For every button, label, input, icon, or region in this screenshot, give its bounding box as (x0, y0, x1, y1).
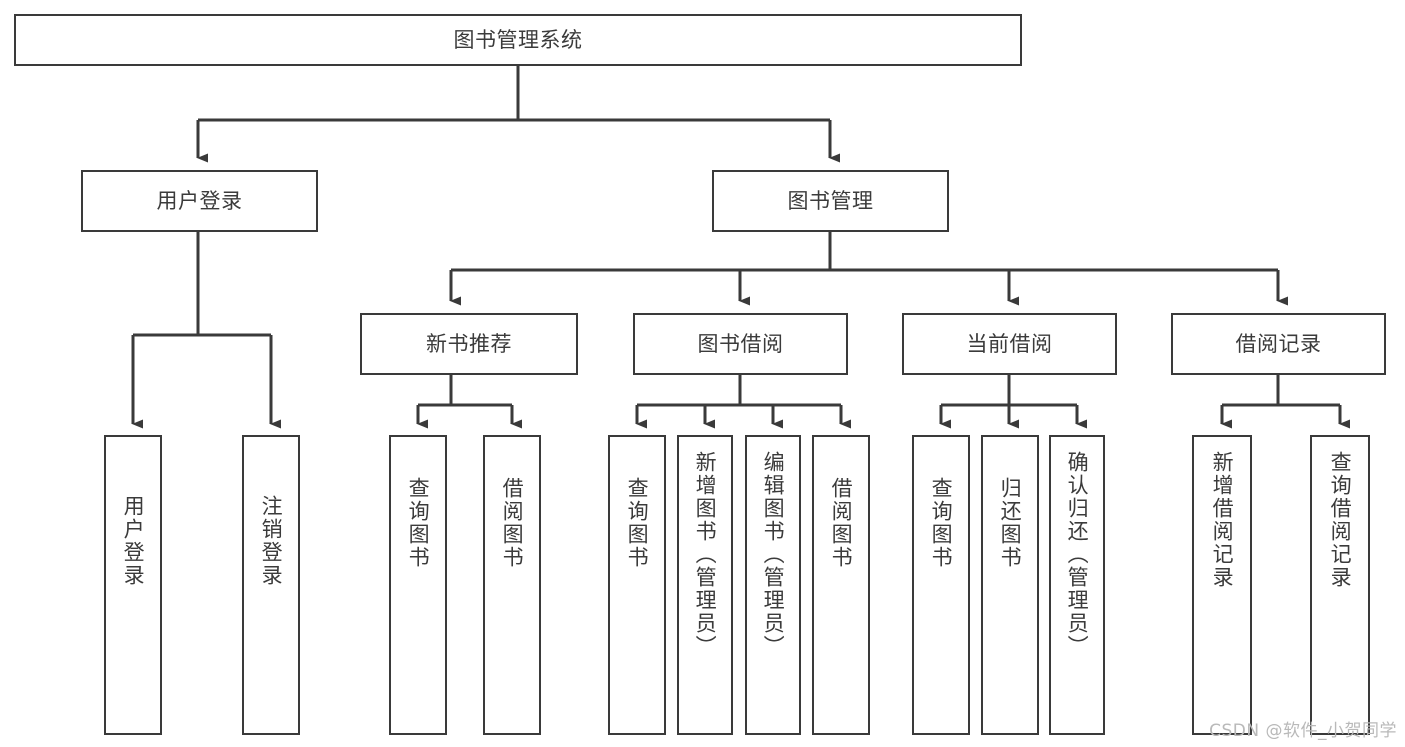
node-leaf-add-record[interactable]: 新增借阅记录 (1192, 435, 1252, 735)
node-leaf-borrow-book-1-label: 借阅图书 (500, 477, 525, 569)
node-leaf-borrow-book-1[interactable]: 借阅图书 (483, 435, 541, 735)
node-new-book-recommend-label: 新书推荐 (426, 331, 512, 356)
node-leaf-add-record-label: 新增借阅记录 (1210, 451, 1235, 589)
node-leaf-query-record[interactable]: 查询借阅记录 (1310, 435, 1370, 735)
node-root-label: 图书管理系统 (453, 27, 583, 52)
node-book-manage[interactable]: 图书管理 (712, 170, 949, 232)
node-book-borrow-label: 图书借阅 (697, 331, 784, 356)
node-leaf-add-book[interactable]: 新增图书（管理员） (677, 435, 733, 735)
node-leaf-return-book[interactable]: 归还图书 (981, 435, 1039, 735)
node-leaf-logout-label: 注销登录 (259, 495, 284, 587)
node-leaf-query-book-2-label: 查询图书 (625, 477, 650, 569)
node-leaf-borrow-book-2-label: 借阅图书 (829, 477, 854, 569)
node-leaf-user-login[interactable]: 用户登录 (104, 435, 162, 735)
node-borrow-record[interactable]: 借阅记录 (1171, 313, 1386, 375)
node-current-borrow-label: 当前借阅 (966, 331, 1053, 356)
node-leaf-edit-book-label: 编辑图书（管理员） (761, 451, 786, 658)
node-leaf-query-book-1-label: 查询图书 (406, 477, 431, 569)
node-new-book-recommend[interactable]: 新书推荐 (360, 313, 578, 375)
node-leaf-query-book-1[interactable]: 查询图书 (389, 435, 447, 735)
node-user-login-label: 用户登录 (156, 188, 243, 213)
node-leaf-logout[interactable]: 注销登录 (242, 435, 300, 735)
node-leaf-return-book-label: 归还图书 (998, 477, 1023, 569)
node-leaf-query-book-3-label: 查询图书 (929, 477, 954, 569)
node-leaf-query-book-3[interactable]: 查询图书 (912, 435, 970, 735)
node-current-borrow[interactable]: 当前借阅 (902, 313, 1117, 375)
node-leaf-borrow-book-2[interactable]: 借阅图书 (812, 435, 870, 735)
node-user-login[interactable]: 用户登录 (81, 170, 318, 232)
watermark-text: CSDN @软件_小贺同学 (1209, 721, 1397, 741)
node-leaf-query-record-label: 查询借阅记录 (1328, 451, 1353, 589)
node-book-borrow[interactable]: 图书借阅 (633, 313, 848, 375)
node-book-manage-label: 图书管理 (787, 188, 874, 213)
node-root[interactable]: 图书管理系统 (14, 14, 1022, 66)
node-leaf-edit-book[interactable]: 编辑图书（管理员） (745, 435, 801, 735)
node-leaf-confirm-return[interactable]: 确认归还（管理员） (1049, 435, 1105, 735)
node-leaf-user-login-label: 用户登录 (121, 495, 146, 587)
node-leaf-add-book-label: 新增图书（管理员） (693, 451, 718, 658)
node-borrow-record-label: 借阅记录 (1235, 331, 1322, 356)
node-leaf-confirm-return-label: 确认归还（管理员） (1065, 451, 1090, 658)
node-leaf-query-book-2[interactable]: 查询图书 (608, 435, 666, 735)
